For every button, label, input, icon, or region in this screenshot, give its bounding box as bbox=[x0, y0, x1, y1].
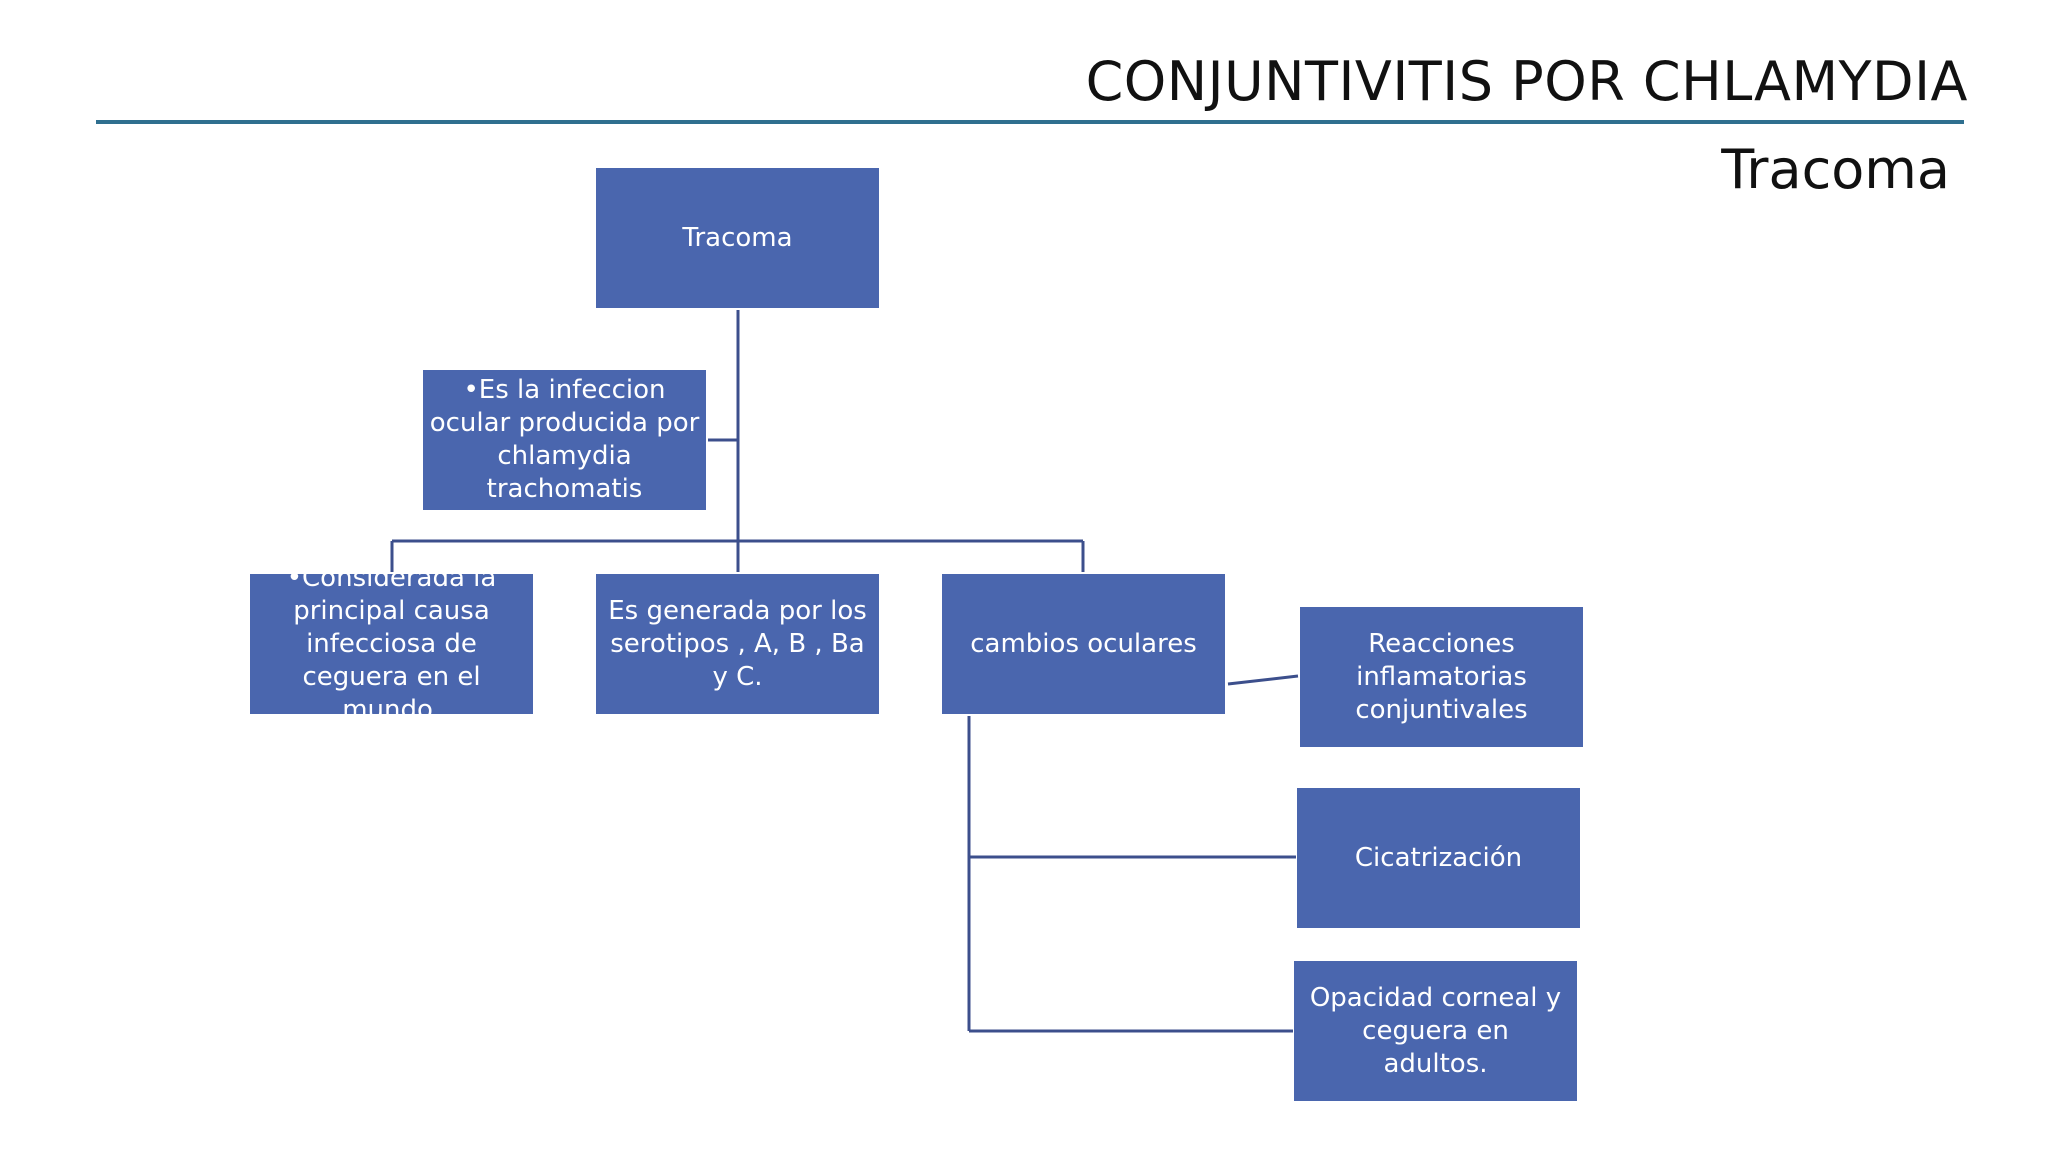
node-ocular-changes: cambios oculares bbox=[942, 574, 1225, 714]
slide-title: CONJUNTIVITIS POR CHLAMYDIA bbox=[1085, 50, 1968, 113]
connector-inflammatory bbox=[1227, 674, 1299, 686]
node-corneal-opacity: Opacidad corneal y ceguera en adultos. bbox=[1294, 961, 1577, 1101]
node-scarring: Cicatrización bbox=[1297, 788, 1580, 928]
node-inflammatory-reactions: Reacciones inflamatorias conjuntivales bbox=[1300, 607, 1583, 747]
slide-subtitle: Tracoma bbox=[1721, 138, 1950, 201]
node-tracoma: Tracoma bbox=[596, 168, 879, 308]
node-cause: •Considerada la principal causa infeccio… bbox=[250, 563, 533, 725]
title-divider bbox=[96, 120, 1964, 124]
node-serotypes: Es generada por los serotipos , A, B , B… bbox=[596, 574, 879, 714]
node-definition: •Es la infeccion ocular producida por ch… bbox=[423, 370, 706, 510]
